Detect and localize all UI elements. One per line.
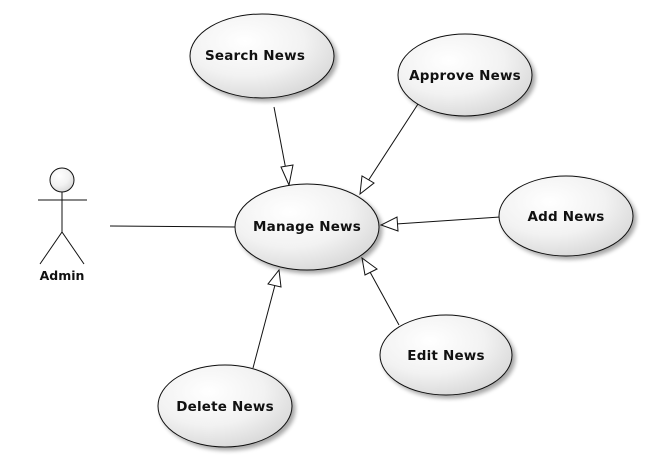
actor-left-leg	[39, 231, 63, 265]
use-case-add-news[interactable]: Add News	[498, 175, 634, 257]
generalization-search-news	[273, 106, 294, 187]
actor-head	[49, 167, 75, 193]
use-case-edit-news[interactable]: Edit News	[379, 314, 513, 396]
use-case-label: Edit News	[407, 348, 484, 364]
generalization-delete-news	[252, 268, 282, 369]
generalization-edit-news	[361, 256, 400, 326]
connectors	[109, 103, 501, 369]
generalization-add-news	[379, 216, 501, 232]
actor-right-leg	[61, 231, 85, 265]
generalization-approve-news	[359, 103, 419, 196]
association-admin-manage-news	[109, 225, 237, 228]
use-case-label: Add News	[527, 209, 604, 225]
use-case-delete-news[interactable]: Delete News	[157, 364, 293, 448]
use-case-label: Delete News	[176, 399, 274, 415]
use-case-manage-news[interactable]: Manage News	[234, 183, 380, 271]
use-case-label: Manage News	[253, 219, 361, 235]
use-case-label: Approve News	[409, 68, 521, 84]
use-case-label: Search News	[205, 48, 305, 64]
actor-admin	[38, 167, 87, 265]
use-case-approve-news[interactable]: Approve News	[397, 33, 533, 117]
use-case-search-news[interactable]: Search News	[189, 13, 335, 99]
actor-label: Admin	[40, 268, 85, 283]
